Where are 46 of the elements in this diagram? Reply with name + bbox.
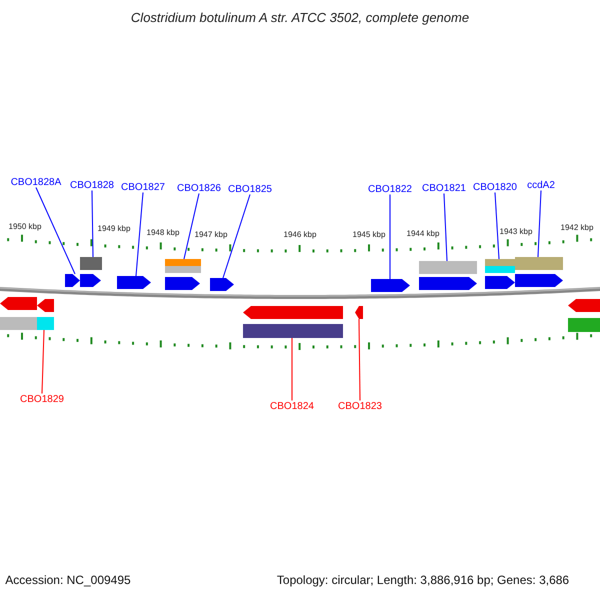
- gene-feature: [355, 306, 363, 319]
- leader-line: [136, 192, 144, 276]
- scale-label: 1943 kbp: [500, 228, 532, 236]
- gene-feature: [371, 279, 410, 292]
- gene-feature: [515, 257, 563, 287]
- leader-line: [42, 330, 44, 394]
- scale-label: 1950 kbp: [8, 222, 42, 232]
- leader-line: [444, 193, 448, 262]
- gene-label: CBO1822: [368, 184, 412, 194]
- leader-line: [222, 194, 250, 278]
- leader-line: [538, 190, 542, 258]
- gene-label: CBO1828: [70, 180, 114, 190]
- leader-line: [184, 193, 200, 260]
- gene-label: CBO1829: [20, 394, 64, 404]
- leader-line: [36, 187, 76, 274]
- gene-label: CBO1821: [422, 182, 466, 194]
- gene-label: CBO1824: [270, 400, 314, 412]
- scale-label: 1944 kbp: [406, 230, 440, 238]
- scale-label: 1949 kbp: [98, 224, 130, 234]
- scale-label: 1946 kbp: [284, 230, 316, 240]
- leader-line: [358, 318, 360, 401]
- gene-label: CBO1828A: [10, 176, 62, 188]
- gene-feature: [65, 274, 80, 287]
- scale-label: 1947 kbp: [194, 230, 228, 240]
- title: Clostridium botulinum A str. ATCC 3502, complete genome: [130, 10, 470, 26]
- footer-text: Topology: circular; Length: 3,886,916 bp; Genes: 3,686: [276, 574, 570, 588]
- gene-feature: [210, 278, 234, 291]
- gene-feature: [243, 306, 343, 338]
- gene-feature: [117, 276, 151, 289]
- scale-label: 1948 kbp: [146, 228, 180, 238]
- gene-label: CBO1827: [121, 182, 165, 192]
- gene-label: ccdA2: [527, 180, 555, 190]
- gene-feature: [165, 259, 201, 290]
- gene-label: CBO1825: [228, 184, 272, 194]
- gene-label: CBO1826: [177, 182, 221, 194]
- scale-label: 1942 kbp: [560, 224, 594, 232]
- gene-feature: [80, 257, 102, 287]
- leader-line: [92, 190, 94, 258]
- scale-label: 1945 kbp: [352, 230, 386, 240]
- leader-line: [494, 192, 500, 260]
- gene-feature: [37, 299, 54, 330]
- gene-label: CBO1820: [473, 182, 517, 192]
- footer-text: Accession: NC_009495: [5, 574, 131, 588]
- gene-label: CBO1823: [338, 400, 382, 412]
- gene-feature: [485, 259, 515, 289]
- gene-feature: [419, 261, 477, 290]
